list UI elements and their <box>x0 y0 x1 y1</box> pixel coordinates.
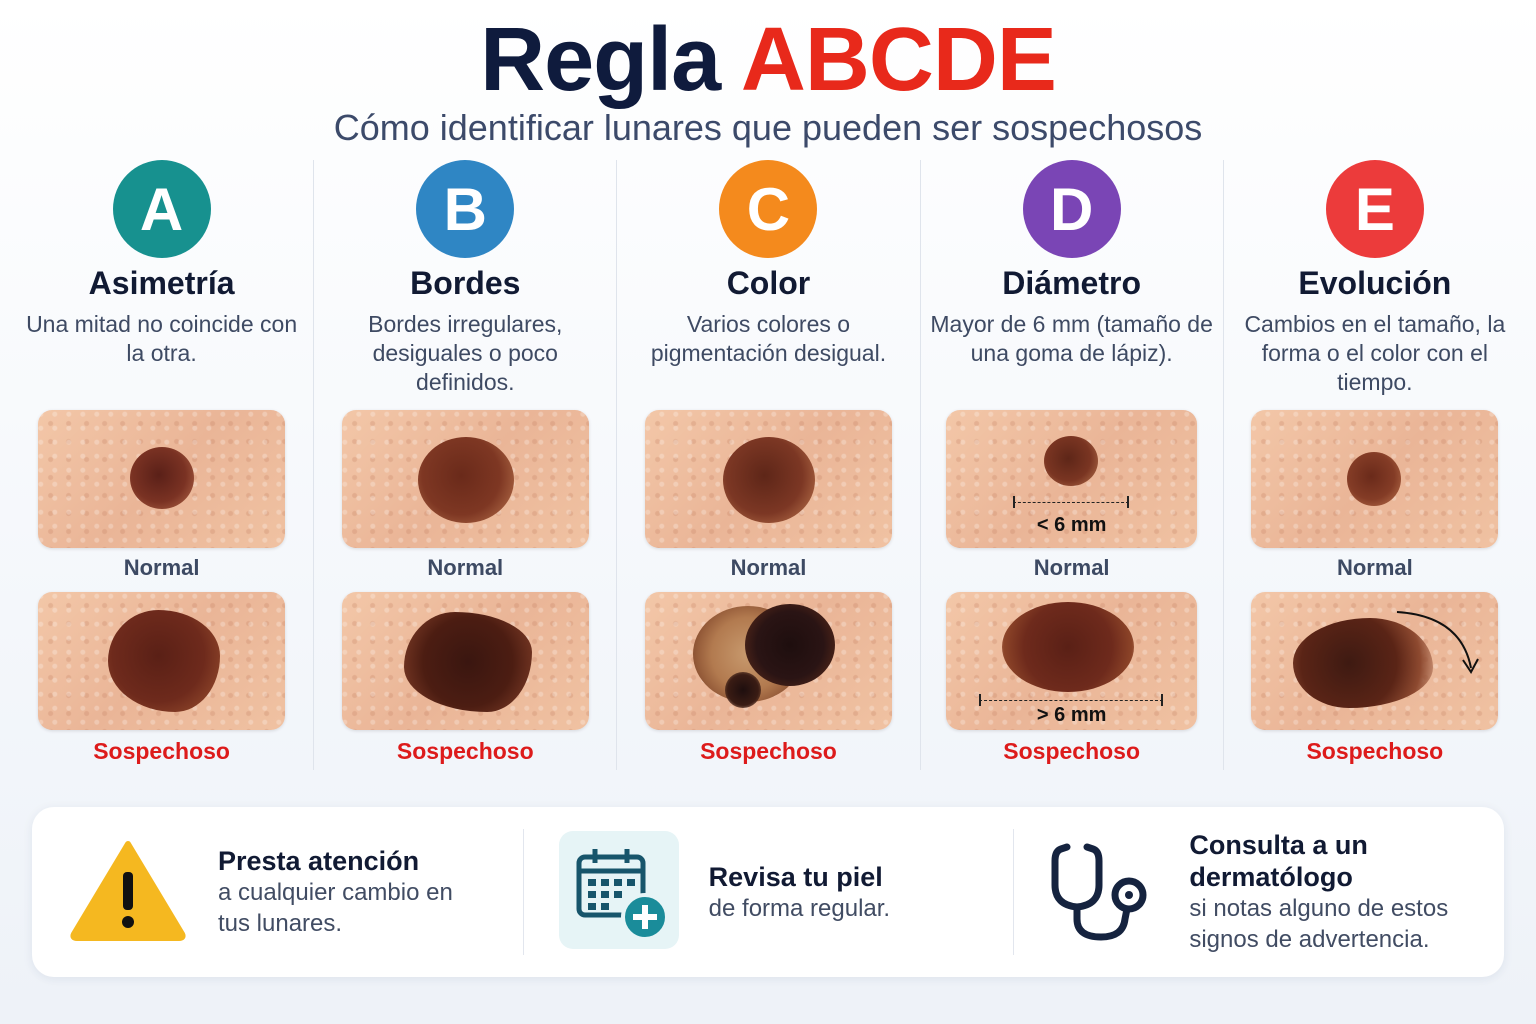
criterion-description: Varios colores o pigmentación desigual. <box>650 311 887 366</box>
criterion-a: A Asimetría Una mitad no coincide con la… <box>10 160 313 770</box>
badge-d: D <box>1022 160 1121 258</box>
normal-label: Normal <box>427 555 504 580</box>
criterion-title: Color <box>726 265 811 301</box>
criterion-title: Bordes <box>410 265 521 301</box>
tip-title: Consulta a un dermatólogo <box>1189 830 1368 892</box>
suspicious-label: Sospechoso <box>1306 738 1444 764</box>
normal-label: Normal <box>123 555 200 580</box>
tip-text: de forma regular. <box>708 894 891 922</box>
suspicious-label: Sospechoso <box>396 738 534 764</box>
normal-mole-image <box>341 410 589 548</box>
normal-mole-image <box>644 410 892 548</box>
criterion-e: E Evolución Cambios en el tamaño, la for… <box>1222 160 1526 770</box>
title-regla: Regla <box>480 10 721 110</box>
badge-a: A <box>112 160 211 258</box>
tips-panel: Presta atención a cualquier cambio en tu… <box>32 807 1504 977</box>
header: Regla ABCDE Cómo identificar lunares que… <box>0 10 1536 150</box>
suspicious-mole-image <box>644 592 892 730</box>
criterion-description: Cambios en el tamaño, la forma o el colo… <box>1244 311 1506 395</box>
tip-attention: Presta atención a cualquier cambio en tu… <box>32 807 523 977</box>
normal-mole-image <box>1251 410 1499 548</box>
criterion-description: Una mitad no coincide con la otra. <box>26 311 298 366</box>
stethoscope-icon <box>1049 835 1159 950</box>
criterion-title: Diámetro <box>1002 265 1141 301</box>
suspicious-mole-image <box>38 592 286 730</box>
normal-label: Normal <box>1336 555 1413 580</box>
page-title: Regla ABCDE <box>0 10 1536 110</box>
suspicious-mole-image <box>1251 592 1499 730</box>
criterion-b: B Bordes Bordes irregulares, desiguales … <box>313 160 616 770</box>
criterion-c: C Color Varios colores o pigmentación de… <box>616 160 919 770</box>
tip-dermatologist: Consulta a un dermatólogo si notas algun… <box>1013 807 1504 977</box>
badge-e: E <box>1325 160 1424 258</box>
large-diameter-measure: > 6 mm <box>946 694 1197 727</box>
normal-mole-image <box>38 410 286 548</box>
criterion-title: Asimetría <box>88 265 235 301</box>
warning-icon <box>68 838 188 947</box>
suspicious-label: Sospechoso <box>700 738 837 764</box>
suspicious-mole-image: > 6 mm <box>946 592 1198 730</box>
tip-title: Presta atención <box>218 846 420 876</box>
page-subtitle: Cómo identificar lunares que pueden ser … <box>333 107 1203 148</box>
tip-title: Revisa tu piel <box>708 861 883 892</box>
tip-text: a cualquier cambio en tus lunares. <box>218 879 453 937</box>
criterion-title: Evolución <box>1298 265 1452 301</box>
normal-label: Normal <box>1033 555 1110 580</box>
badge-c: C <box>719 160 818 258</box>
normal-label: Normal <box>730 555 807 580</box>
suspicious-mole-image <box>341 592 589 730</box>
tip-check-skin: Revisa tu piel de forma regular. <box>522 807 1014 977</box>
criteria-columns: A Asimetría Una mitad no coincide con la… <box>10 160 1526 770</box>
normal-mole-image: < 6 mm <box>946 410 1198 548</box>
suspicious-label: Sospechoso <box>93 738 230 764</box>
small-diameter-measure: < 6 mm <box>946 496 1197 537</box>
growth-arrow-icon <box>1397 611 1480 674</box>
criterion-description: Mayor de 6 mm (tamaño de una goma de láp… <box>930 311 1213 366</box>
criterion-d: D Diámetro Mayor de 6 mm (tamaño de una … <box>919 160 1223 770</box>
suspicious-label: Sospechoso <box>1003 738 1141 764</box>
tip-text: si notas alguno de estos signos de adver… <box>1189 895 1449 953</box>
title-abcde: ABCDE <box>740 10 1057 110</box>
criterion-description: Bordes irregulares, desiguales o poco de… <box>368 311 563 395</box>
badge-b: B <box>416 160 515 258</box>
calendar-plus-icon <box>558 830 679 954</box>
